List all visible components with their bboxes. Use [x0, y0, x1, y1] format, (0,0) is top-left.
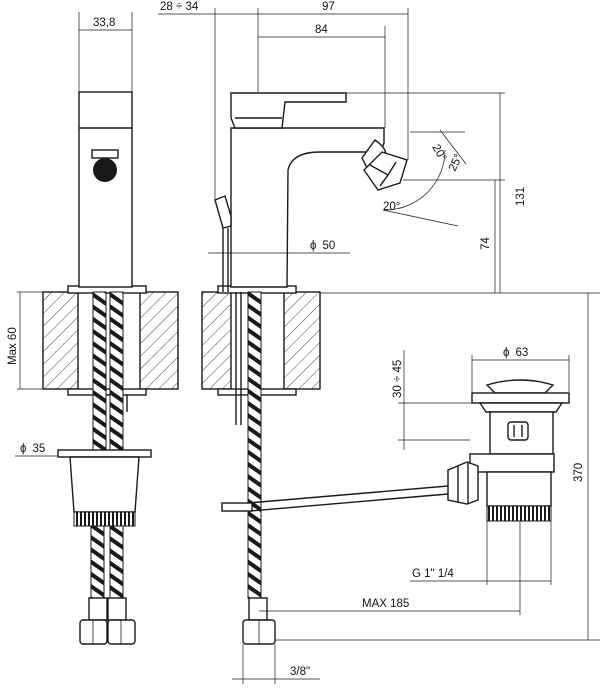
faucet-body-front [230, 127, 385, 288]
spout-outlet-icon [93, 158, 117, 182]
angle-a: 20° [429, 143, 448, 164]
dim-rod-max: MAX 185 [362, 598, 409, 610]
dim-max-deck: Max 60 [7, 327, 19, 365]
lever-handle [230, 92, 347, 129]
dim-reach-total: 97 [322, 1, 335, 13]
dim-reach: 84 [315, 24, 328, 36]
faucet-body-side [78, 91, 133, 288]
dim-offset-range: 28 ÷ 34 [160, 1, 199, 13]
dim-waste-range: 30 ÷ 45 [392, 360, 404, 398]
dim-height-spout: 74 [480, 237, 492, 250]
angle-c: 20° [383, 201, 400, 213]
dim-waste-thread: G 1" 1/4 [412, 568, 454, 580]
angle-b: 25° [447, 152, 465, 173]
dim-width-side: 33,8 [93, 17, 115, 29]
aerator-head [363, 151, 408, 191]
dim-waste-height: 370 [573, 463, 585, 482]
dim-hose-thread: 3/8" [290, 666, 310, 678]
popup-waste [447, 379, 570, 522]
dim-height-total: 131 [515, 187, 527, 206]
